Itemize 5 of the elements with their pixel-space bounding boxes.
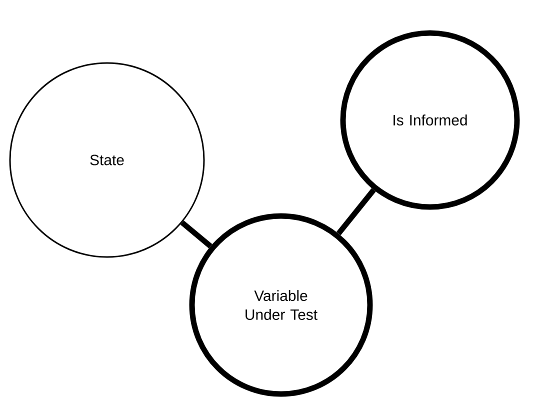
- circle-node: Variable Under Test: [189, 213, 373, 397]
- connector-line: [336, 188, 376, 236]
- circle-node: Is Informed: [340, 30, 520, 210]
- connector-line: [180, 220, 212, 248]
- circle-node: State: [9, 62, 205, 258]
